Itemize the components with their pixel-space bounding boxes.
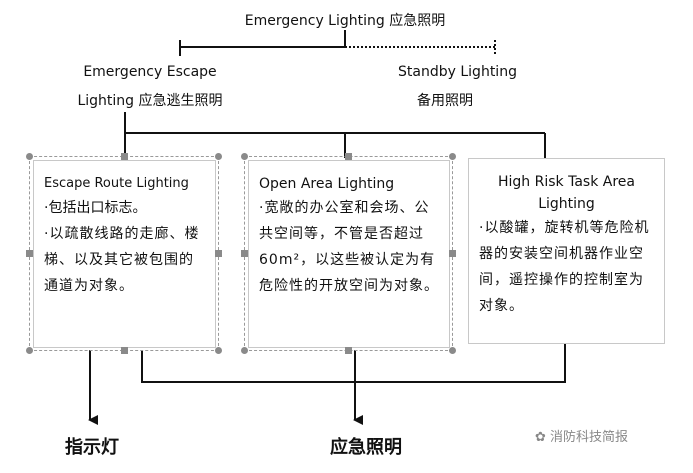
resize-handle[interactable] (26, 347, 33, 354)
bottom-bus-line (141, 343, 566, 383)
emergency-lighting-label: 应急照明 (330, 437, 402, 458)
resize-handle[interactable] (241, 250, 248, 257)
watermark-text: 消防科技简报 (550, 430, 629, 445)
resize-handle[interactable] (121, 347, 128, 354)
resize-handle[interactable] (345, 347, 352, 354)
resize-handle[interactable] (241, 153, 248, 160)
box-item: ·宽敞的办公室和会场、公共空间等，不管是否超过 60m²，以这些被认定为有危险性… (259, 200, 439, 294)
watermark: ✿ 消防科技简报 (535, 426, 628, 445)
resize-handle[interactable] (241, 347, 248, 354)
high-risk-box: High Risk Task Area Lighting ·以酸罐，旋转机等危险… (468, 158, 665, 344)
box-title: High Risk Task Area Lighting (498, 174, 635, 212)
resize-handle[interactable] (215, 153, 222, 160)
escape-lighting-line2: Lighting 应急逃生照明 (77, 93, 223, 109)
resize-handle[interactable] (26, 250, 33, 257)
resize-handle[interactable] (215, 250, 222, 257)
resize-handle[interactable] (449, 153, 456, 160)
resize-handle[interactable] (121, 153, 128, 160)
box-item: ·以疏散线路的走廊、楼梯、以及其它被包围的通道为对象。 (44, 226, 200, 294)
indicator-light-label: 指示灯 (65, 437, 119, 458)
resize-handle[interactable] (26, 153, 33, 160)
open-area-box: Open Area Lighting ·宽敞的办公室和会场、公共空间等，不管是否… (248, 160, 450, 348)
resize-handle[interactable] (449, 250, 456, 257)
box-title: Open Area Lighting (259, 176, 395, 192)
resize-handle[interactable] (449, 347, 456, 354)
resize-handle[interactable] (345, 153, 352, 160)
escape-lighting-line1: Emergency Escape (83, 64, 217, 80)
root-node: Emergency Lighting 应急照明 (244, 13, 446, 29)
resize-handle[interactable] (215, 347, 222, 354)
escape-route-box: Escape Route Lighting ·包括出口标志。 ·以疏散线路的走廊… (33, 160, 216, 348)
box-item: ·包括出口标志。 (44, 200, 147, 216)
box-item: ·以酸罐，旋转机等危险机器的安装空间机器作业空间，遥控操作的控制室为对象。 (479, 220, 650, 314)
standby-lighting-line1: Standby Lighting (398, 64, 517, 80)
wechat-icon: ✿ (535, 430, 551, 445)
box-title: Escape Route Lighting (44, 176, 189, 191)
standby-lighting-line2: 备用照明 (417, 93, 473, 109)
